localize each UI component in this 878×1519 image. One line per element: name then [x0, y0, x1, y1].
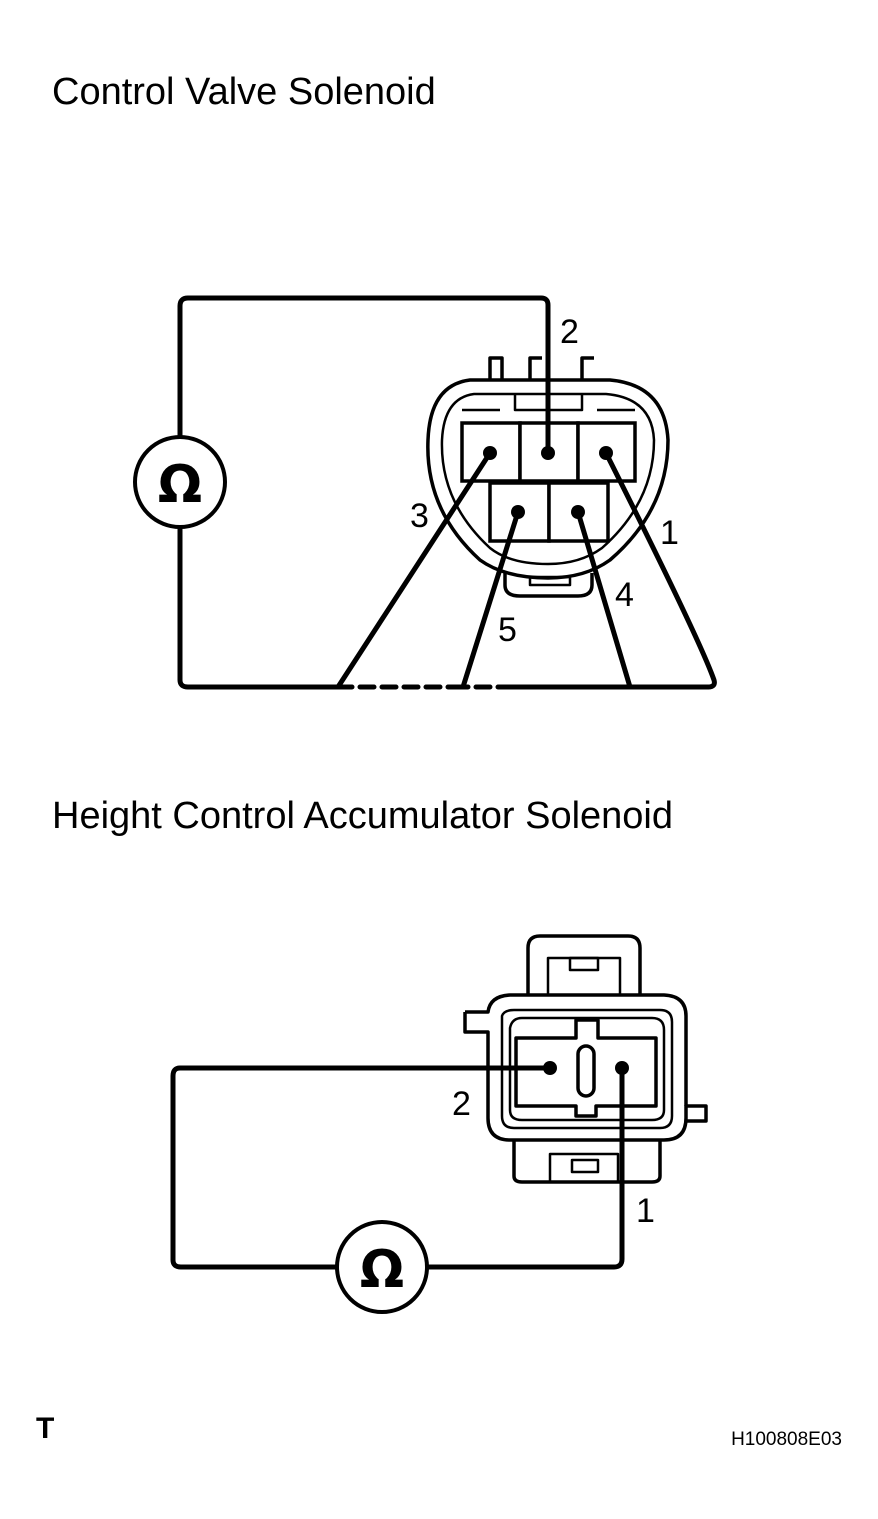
ohm-symbol-2: Ω [360, 1240, 404, 1300]
acc-pin-label-2: 2 [452, 1085, 471, 1123]
pin-label-3: 3 [410, 497, 429, 535]
section2-title: Height Control Accumulator Solenoid [52, 795, 673, 837]
ohm-symbol: Ω [158, 455, 202, 515]
pin-label-4: 4 [615, 576, 634, 614]
control-valve-wiring [177, 295, 717, 690]
pin-label-5: 5 [498, 611, 517, 649]
corner-mark: T [36, 1412, 54, 1445]
pin-label-2: 2 [560, 313, 579, 351]
acc-pin-label-1: 1 [636, 1192, 655, 1230]
section1-title: Control Valve Solenoid [52, 71, 436, 113]
ohmmeter-icon-2 [335, 1220, 429, 1314]
ohmmeter-icon [133, 435, 227, 529]
accumulator-connector [463, 934, 708, 1184]
pin-label-1: 1 [660, 514, 679, 552]
accumulator-wiring [170, 1065, 625, 1270]
control-valve-connector [426, 356, 670, 598]
figure-code: H100808E03 [731, 1429, 842, 1450]
